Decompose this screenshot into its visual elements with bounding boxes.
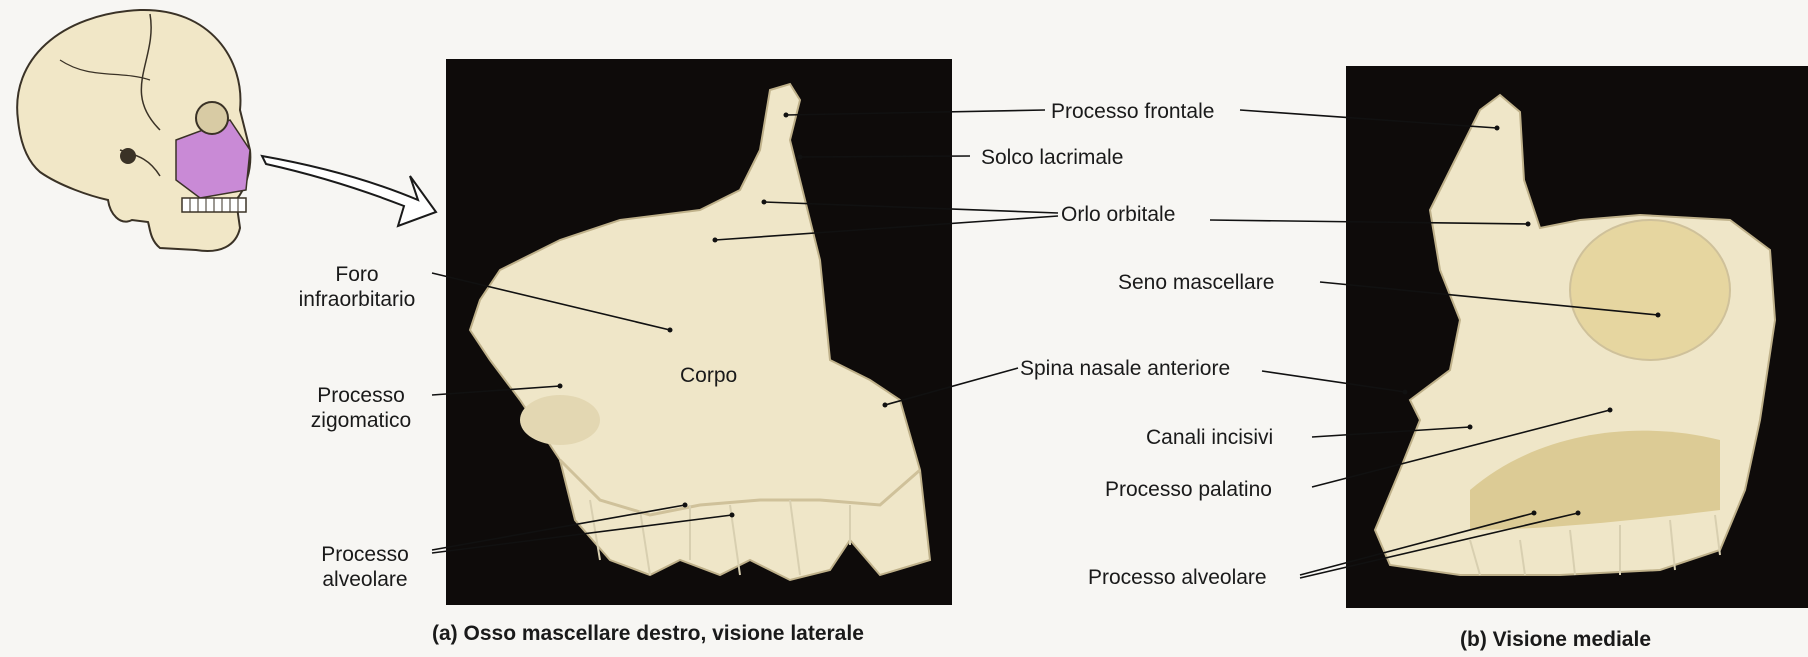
label-processo-frontale: Processo frontale [1051,99,1214,124]
label-corpo: Corpo [680,363,737,388]
label-seno-mascellare: Seno mascellare [1118,270,1274,295]
caption-b: (b) Visione mediale [1460,628,1651,652]
label-processo-alveolare-b: Processo alveolare [1088,565,1267,590]
label-solco-lacrimale: Solco lacrimale [981,145,1123,170]
label-processo-alveolare-a: Processo alveolare [300,542,430,592]
label-processo-zigomatico: Processo zigomatico [296,383,426,433]
caption-a: (a) Osso mascellare destro, visione late… [432,622,864,646]
label-processo-palatino: Processo palatino [1105,477,1272,502]
label-spina-nasale: Spina nasale anteriore [1020,356,1230,381]
label-orlo-orbitale: Orlo orbitale [1061,202,1175,227]
label-canali-incisivi: Canali incisivi [1146,425,1273,450]
label-foro-infraorbitario: Foro infraorbitario [282,262,432,312]
